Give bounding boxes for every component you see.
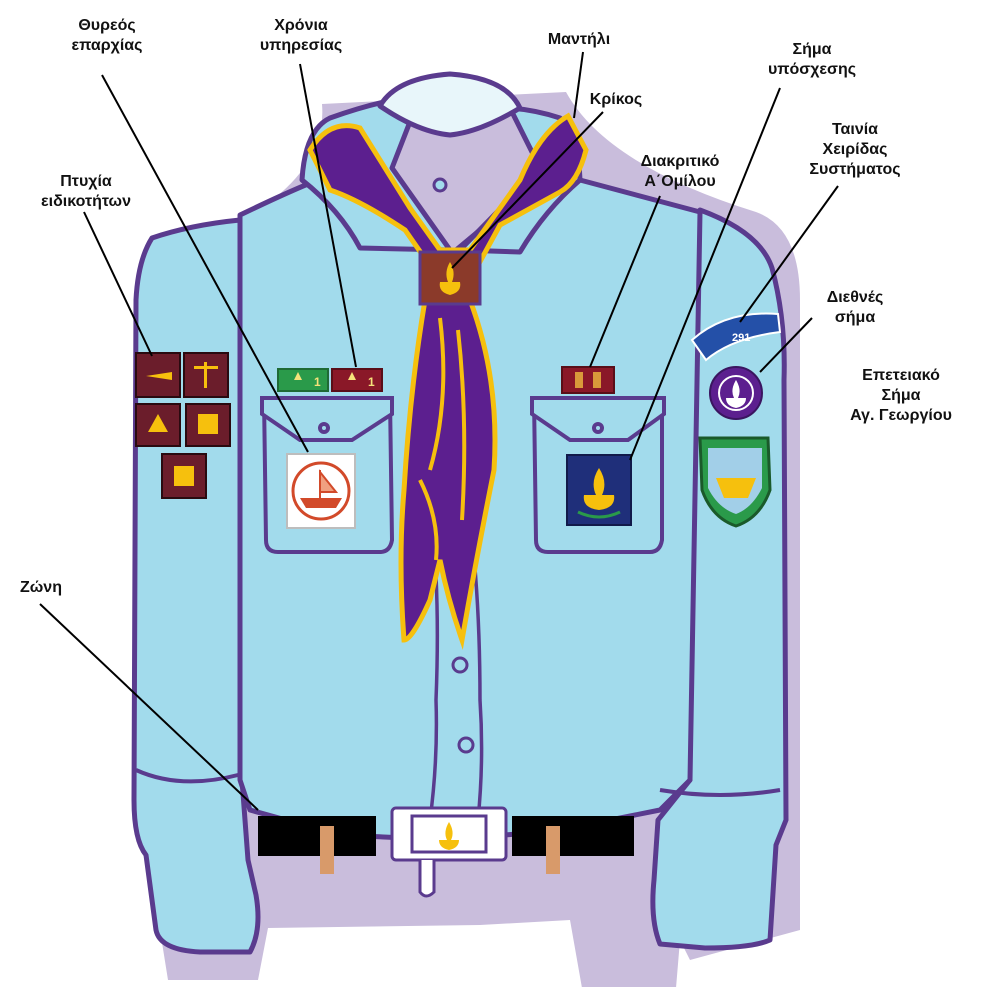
belt <box>258 806 634 898</box>
anniversary-badge <box>698 436 772 528</box>
service-stripe-red-number: 1 <box>368 375 375 389</box>
sleeve-details <box>135 768 781 797</box>
label-anniversary-badge: Επετειακό Σήμα Αγ. Γεωργίου <box>850 367 952 424</box>
scarf <box>307 112 589 650</box>
promise-badge <box>566 454 632 526</box>
scarf-ring <box>418 250 482 306</box>
shirt-buttons <box>432 177 475 754</box>
label-province-crest: Θυρεός επαρχίας <box>71 17 143 54</box>
label-ring: Κρίκος <box>589 91 643 108</box>
system-sleeve-tape: 291 <box>690 312 782 362</box>
group-insignia-stripe <box>561 366 615 394</box>
label-proficiency-badges: Πτυχία ειδικοτήτων <box>41 173 131 210</box>
label-world-badge: Διεθνές σήμα <box>826 289 884 326</box>
label-service-years: Χρόνια υπηρεσίας <box>259 17 343 54</box>
label-system-sleeve-tape: Ταινία Χειρίδας Συστήματος <box>809 121 901 178</box>
label-promise-badge: Σήμα υπόσχεσης <box>767 41 857 78</box>
label-scarf: Μαντήλι <box>547 31 611 48</box>
service-stripe-green-number: 1 <box>314 375 321 389</box>
label-belt: Ζώνη <box>20 579 62 596</box>
label-group-insignia: Διακριτικό Α΄Ομίλου <box>640 153 720 190</box>
sleeve-tape-number: 291 <box>732 332 750 344</box>
province-crest-badge <box>286 453 356 529</box>
world-badge <box>709 366 763 420</box>
leader-lines <box>39 51 839 811</box>
proficiency-badge-insignia <box>146 362 218 486</box>
service-year-stripes: 1 1 <box>277 368 383 392</box>
